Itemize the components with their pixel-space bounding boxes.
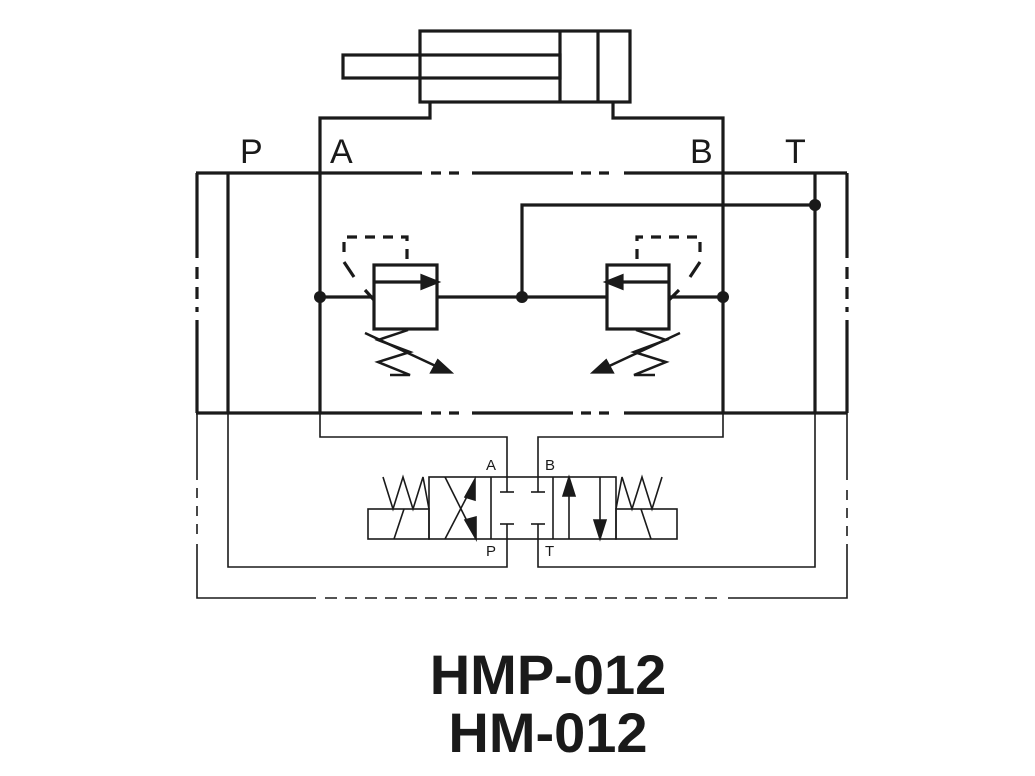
model-title-1: HMP-012 — [430, 643, 667, 706]
valve-port-b: B — [545, 457, 555, 474]
model-title-2: HM-012 — [448, 701, 647, 764]
port-label-a: A — [330, 133, 353, 171]
port-label-p: P — [240, 133, 263, 171]
port-label-t: T — [785, 133, 806, 171]
pilot-lines — [196, 413, 848, 599]
directional-valve — [367, 474, 678, 542]
valve-port-p: P — [486, 543, 496, 560]
relief-valve-right — [589, 235, 702, 377]
port-label-b: B — [690, 133, 713, 171]
relief-valve-left — [342, 235, 455, 377]
valve-port-t: T — [545, 543, 554, 560]
cylinder — [318, 29, 725, 413]
junction-dots — [314, 199, 821, 303]
valve-port-a: A — [486, 457, 496, 474]
